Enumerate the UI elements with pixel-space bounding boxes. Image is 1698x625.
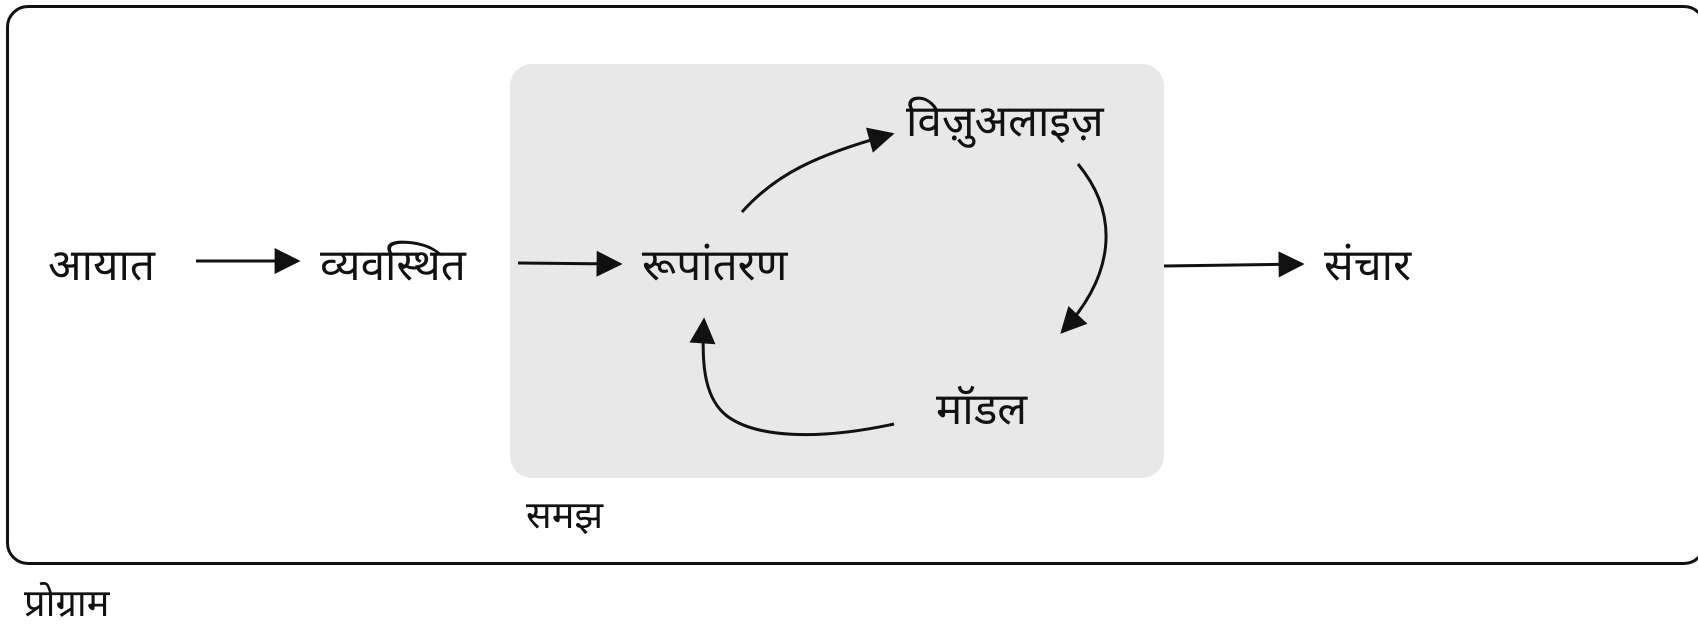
node-communicate: संचार bbox=[1324, 240, 1412, 291]
arrow-visualize-model bbox=[1060, 163, 1108, 334]
node-model: मॉडल bbox=[936, 384, 1028, 435]
program-container bbox=[6, 5, 1698, 565]
node-visualize: विज़ुअलाइज़ bbox=[906, 96, 1104, 147]
node-import: आयात bbox=[48, 240, 155, 291]
arrow-model-transform bbox=[689, 317, 895, 437]
program-label: प्रोग्राम bbox=[24, 581, 110, 625]
arrow-tidy-transform bbox=[517, 250, 623, 277]
node-tidy: व्यवस्थित bbox=[320, 240, 466, 291]
arrow-transform-visualize bbox=[740, 127, 895, 213]
arrow-understand-communicate bbox=[1163, 251, 1305, 278]
node-transform: रूपांतरण bbox=[642, 240, 788, 291]
understand-label: समझ bbox=[526, 493, 604, 537]
